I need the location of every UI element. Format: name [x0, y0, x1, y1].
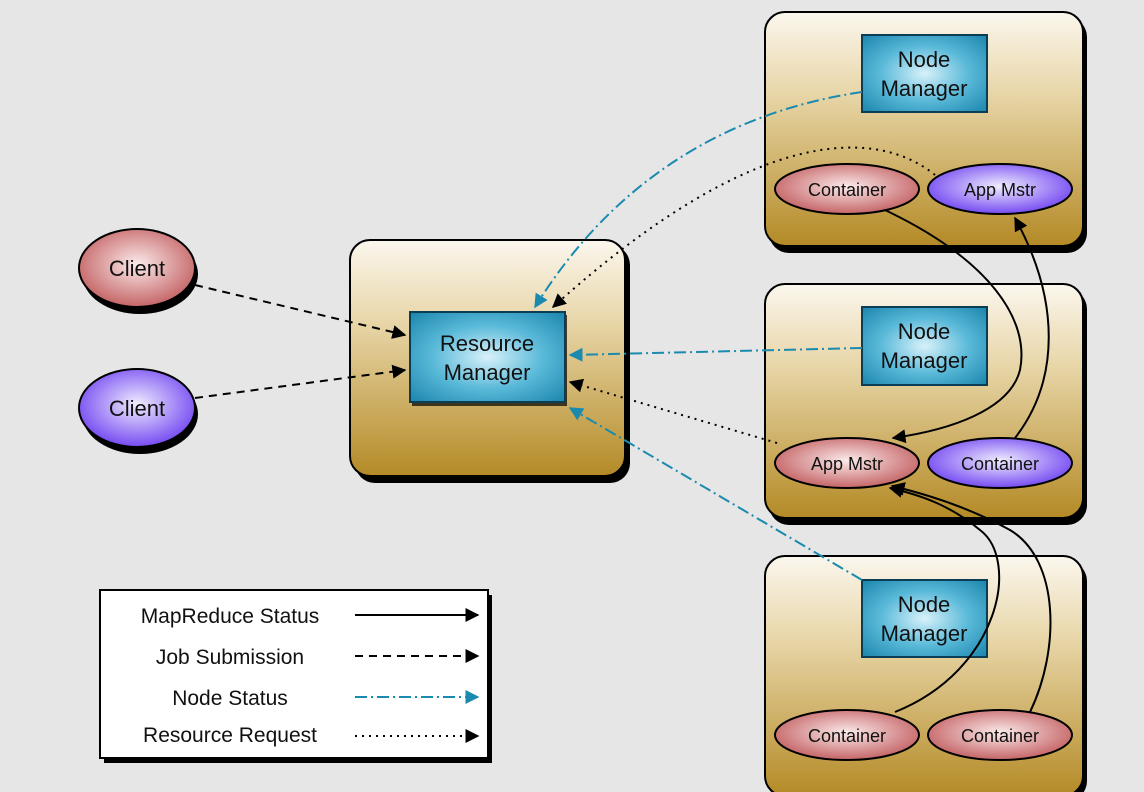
legend: MapReduce Status Job Submission Node Sta…: [99, 589, 492, 763]
node-manager-label-1: Node: [898, 47, 951, 72]
node-host-3: Node Manager Container Container: [764, 555, 1087, 792]
node-host-2: Node Manager App Mstr Container: [764, 283, 1087, 525]
mapreduce-status-arrow: [884, 209, 1023, 444]
node-manager: [861, 579, 988, 658]
resource-manager-label-2: Manager: [444, 360, 531, 385]
node-host-1: Node Manager Container App Mstr: [764, 11, 1087, 253]
container: [927, 437, 1073, 489]
node-manager-label-2: Manager: [881, 348, 968, 373]
container: [774, 163, 920, 215]
resource-request-arrow: [568, 378, 778, 444]
legend-label: Resource Request: [143, 724, 317, 747]
resource-manager-label-1: Resource: [440, 331, 534, 356]
client-pink: Client: [78, 228, 198, 314]
resource-manager: [409, 311, 566, 403]
legend-label: MapReduce Status: [141, 605, 320, 628]
client-label: Client: [109, 396, 165, 421]
container: [927, 709, 1073, 761]
node-manager: [861, 306, 988, 386]
node-status-arrow: [534, 91, 863, 309]
job-submission-arrow: [194, 364, 407, 399]
resource-request-arrow: [551, 146, 936, 308]
job-submission-arrow: [194, 284, 407, 339]
mapreduce-status-arrow: [890, 482, 1052, 713]
connections: [194, 91, 1052, 713]
container: [774, 709, 920, 761]
node-manager-label-1: Node: [898, 319, 951, 344]
mapreduce-status-arrow: [888, 484, 1001, 713]
container-label: Container: [961, 454, 1039, 474]
node-manager-label-2: Manager: [881, 621, 968, 646]
client-label: Client: [109, 256, 165, 281]
node-status-arrow: [568, 347, 863, 362]
app-master: [927, 163, 1073, 215]
legend-label: Node Status: [172, 687, 288, 710]
app-master: [774, 437, 920, 489]
app-master-label: App Mstr: [811, 454, 883, 474]
node-manager-label-2: Manager: [881, 76, 968, 101]
node-manager: [861, 34, 988, 113]
legend-label: Job Submission: [156, 646, 304, 669]
app-master-label: App Mstr: [964, 180, 1036, 200]
resource-manager-host: Resource Manager: [349, 239, 630, 483]
client-purple: Client: [78, 368, 198, 454]
node-manager-label-1: Node: [898, 592, 951, 617]
container-label: Container: [808, 726, 886, 746]
mapreduce-status-arrow: [1014, 216, 1050, 439]
container-label: Container: [808, 180, 886, 200]
container-label: Container: [961, 726, 1039, 746]
